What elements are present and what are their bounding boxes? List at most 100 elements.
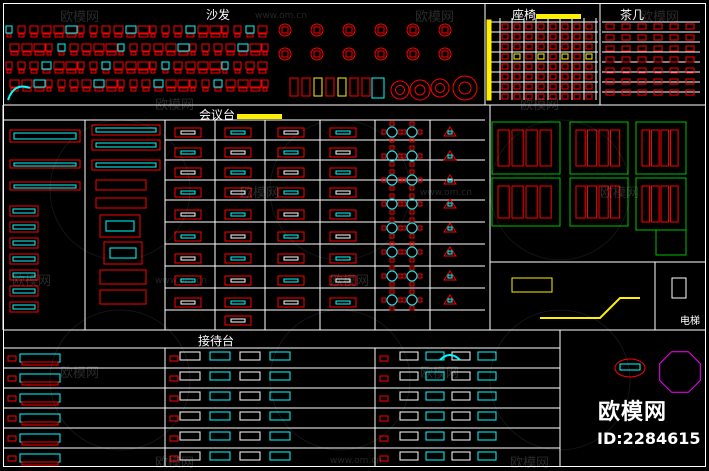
conf-chair [389, 169, 395, 175]
chair-block [513, 23, 521, 30]
sofa-round-table [310, 47, 324, 61]
sofa-block [221, 25, 229, 34]
tea-table-block [605, 78, 615, 85]
drawing-frame-lines [2, 3, 706, 467]
sofa-table-core [441, 50, 449, 58]
chair-block [537, 23, 545, 30]
sofa-cushion [166, 87, 176, 92]
tea-table-block [605, 56, 615, 63]
sofa-round-table [342, 23, 356, 37]
chair-block [501, 63, 509, 70]
conf-triangle-table [443, 174, 457, 185]
sofa-block [149, 25, 157, 34]
floor-plan-furniture [497, 129, 510, 167]
sofa-block [53, 61, 65, 70]
reception-desk [239, 371, 261, 381]
sofa-block [45, 79, 53, 88]
conf-chair [401, 129, 407, 135]
conf-table [174, 253, 202, 264]
chair-block [513, 53, 521, 60]
sofa-block-group [5, 23, 478, 101]
chair-block [501, 33, 509, 40]
sofa-block [101, 25, 111, 34]
conf-table-top [230, 278, 246, 283]
tea-table-block [669, 45, 679, 52]
conf-table-top [180, 212, 196, 217]
sofa-block [65, 61, 78, 70]
conf-table [277, 297, 305, 308]
tea-table-block [605, 34, 615, 41]
sofa-cushion [250, 87, 261, 92]
reception-marker [379, 435, 389, 442]
watermark: 欧模网 [60, 10, 100, 25]
conf-table [9, 301, 39, 313]
conf-round-table [406, 126, 418, 138]
floor-plan-furniture [598, 185, 609, 219]
conf-table-top [283, 300, 299, 305]
conf-chair [381, 153, 387, 159]
sofa-cushion [166, 51, 176, 56]
chair-block [573, 63, 581, 70]
conf-table-top [230, 130, 246, 135]
sofa-cushion [58, 51, 65, 56]
sofa-cushion [178, 51, 189, 56]
chair-block [501, 53, 509, 60]
tea-table-block [669, 34, 679, 41]
conf-table-top [335, 130, 351, 135]
reception-marker [7, 435, 17, 442]
conference-table-block-group [9, 121, 457, 326]
sofa-cushion [138, 33, 149, 38]
sofa-cushion [66, 69, 77, 74]
conf-chair [389, 209, 395, 215]
conf-chair [409, 217, 415, 223]
sofa-tall-block [371, 77, 385, 99]
reception-desk [179, 351, 201, 361]
conf-round-table [406, 198, 418, 210]
tea-table-block [605, 89, 615, 96]
conf-chair [389, 121, 395, 127]
sofa-block [65, 25, 78, 34]
conf-chair [401, 201, 407, 207]
conf-table-top [180, 150, 196, 155]
chair-block [513, 63, 521, 70]
sofa-block [173, 25, 183, 34]
tea-table-block [653, 78, 663, 85]
conf-table [99, 269, 147, 285]
tea-table-block [669, 78, 679, 85]
conf-table [277, 187, 305, 198]
conf-chair [417, 129, 423, 135]
sofa-vertical-block [361, 77, 371, 97]
chair-block [573, 83, 581, 90]
conf-table-top [180, 278, 196, 283]
conf-table-top [95, 162, 157, 168]
conf-table-large [99, 214, 141, 238]
reception-desk-base [21, 421, 59, 426]
floor-plan-furniture [497, 185, 510, 219]
conf-table-top [447, 274, 453, 279]
sofa-table-core [377, 26, 385, 34]
tea-table-block [685, 67, 695, 74]
tea-table-block [621, 67, 631, 74]
conf-table [9, 237, 39, 249]
chair-block [501, 83, 509, 90]
elevator-section [511, 277, 553, 293]
conference-title-underline [237, 114, 282, 119]
sofa-block [29, 61, 39, 70]
chair-block [561, 83, 569, 90]
conf-chair [389, 185, 395, 191]
conf-table [95, 197, 147, 209]
conf-table-top [95, 142, 157, 148]
conf-table-top [447, 250, 453, 255]
conf-table [9, 221, 39, 233]
reception-desk [239, 411, 261, 421]
conf-round-table [406, 270, 418, 282]
sofa-block [225, 79, 236, 88]
conf-chair [381, 201, 387, 207]
tea-table-block [605, 23, 615, 30]
conf-triangle-table [443, 246, 457, 257]
conf-table [329, 253, 357, 264]
seating-block-group [486, 19, 593, 101]
sofa-table-core [313, 50, 321, 58]
conf-chair [409, 185, 415, 191]
conf-round-table [406, 294, 418, 306]
